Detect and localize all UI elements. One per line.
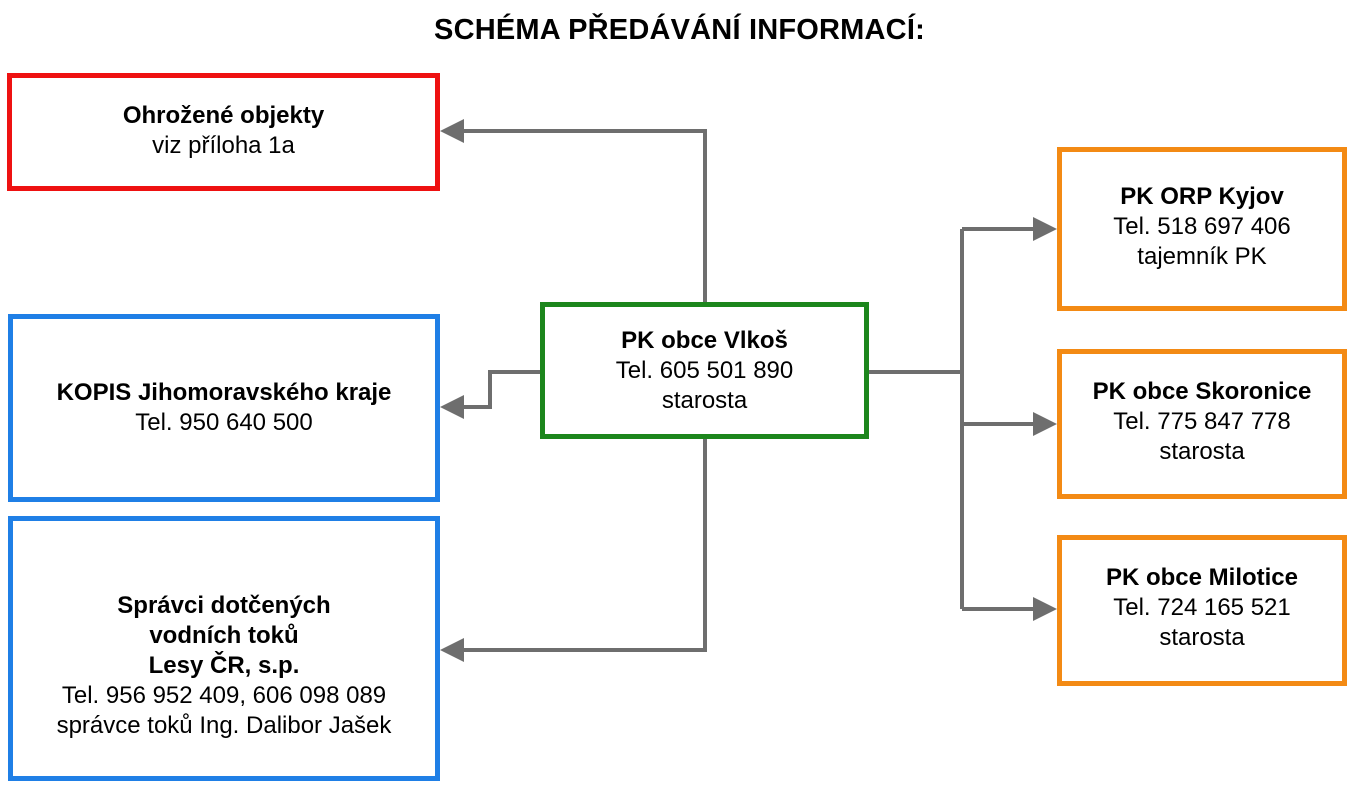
skoronice-role: starosta — [1159, 438, 1245, 465]
arrow-to-water-managers — [445, 439, 707, 652]
center-box-vlkos: PK obce Vlkoš Tel. 605 501 890 starosta — [540, 302, 869, 439]
arrowhead-orp-kyjov — [1033, 217, 1057, 241]
diagram-title: SCHÉMA PŘEDÁVÁNÍ INFORMACÍ: — [434, 14, 925, 46]
milotice-role: starosta — [1159, 624, 1245, 651]
orp-kyjov-role: tajemník PK — [1137, 243, 1267, 270]
threatened-objects-box: Ohrožené objekty viz příloha 1a — [7, 73, 440, 191]
orp-kyjov-box: PK ORP Kyjov Tel. 518 697 406 tajemník P… — [1057, 147, 1347, 311]
kopis-phone: Tel. 950 640 500 — [135, 409, 313, 436]
kopis-title: KOPIS Jihomoravského kraje — [56, 379, 392, 406]
milotice-box: PK obce Milotice Tel. 724 165 521 staros… — [1057, 535, 1347, 686]
center-role: starosta — [661, 386, 748, 414]
water-managers-title-line3: Lesy ČR, s.p. — [148, 652, 300, 679]
skoronice-box: PK obce Skoronice Tel. 775 847 778 staro… — [1057, 349, 1347, 499]
milotice-phone: Tel. 724 165 521 — [1113, 594, 1291, 621]
arrow-to-threatened-objects — [445, 129, 707, 302]
milotice-title: PK obce Milotice — [1105, 564, 1299, 591]
arrowhead-kopis — [440, 395, 464, 419]
kopis-box: KOPIS Jihomoravského kraje Tel. 950 640 … — [8, 314, 440, 502]
threatened-objects-title: Ohrožené objekty — [122, 102, 325, 129]
water-managers-phone: Tel. 956 952 409, 606 098 089 — [61, 682, 387, 709]
water-managers-box: Správci dotčených vodních toků Lesy ČR, … — [8, 516, 440, 781]
threatened-objects-note: viz příloha 1a — [152, 132, 295, 159]
center-title: PK obce Vlkoš — [621, 326, 788, 354]
arrowhead-skoronice — [1033, 412, 1057, 436]
water-managers-title-line2: vodních toků — [149, 622, 299, 649]
arrowhead-threatened — [440, 119, 464, 143]
center-phone: Tel. 605 501 890 — [615, 356, 794, 384]
arrowhead-milotice — [1033, 597, 1057, 621]
water-managers-contact: správce toků Ing. Dalibor Jašek — [56, 712, 392, 739]
arrowhead-water-managers — [440, 638, 464, 662]
arrow-to-kopis — [445, 370, 540, 409]
skoronice-title: PK obce Skoronice — [1092, 378, 1312, 405]
orp-kyjov-phone: Tel. 518 697 406 — [1113, 213, 1291, 240]
orp-kyjov-title: PK ORP Kyjov — [1120, 183, 1284, 210]
water-managers-title-line1: Správci dotčených — [117, 592, 331, 619]
skoronice-phone: Tel. 775 847 778 — [1113, 408, 1291, 435]
